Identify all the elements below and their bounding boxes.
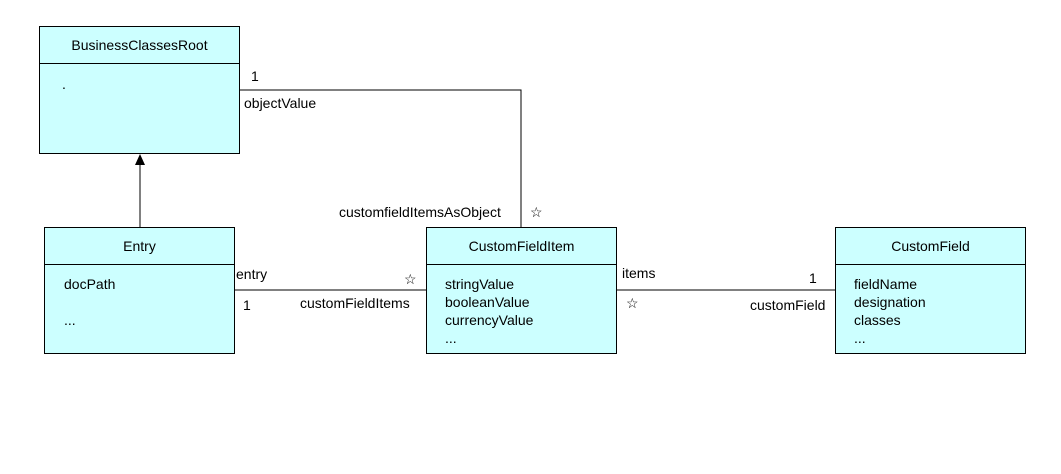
attribute: . (62, 76, 66, 92)
attribute: docPath (64, 276, 116, 292)
class-name: CustomFieldItem (427, 228, 616, 265)
root-item-association-line (240, 89, 522, 227)
attribute: ... (64, 312, 76, 328)
multiplicity-field: 1 (809, 270, 817, 286)
attribute: fieldName (854, 276, 918, 292)
class-custom-field[interactable]: CustomField fieldName designation classe… (835, 227, 1026, 354)
attribute: currencyValue (445, 312, 534, 328)
class-name: CustomField (836, 228, 1025, 265)
multiplicity-root: 1 (251, 68, 259, 84)
class-attributes: . (62, 75, 66, 93)
class-custom-field-item[interactable]: CustomFieldItem stringValue booleanValue… (426, 227, 617, 354)
role-entry: entry (236, 266, 268, 282)
class-business-classes-root[interactable]: BusinessClassesRoot . (39, 26, 240, 154)
class-name: BusinessClassesRoot (40, 27, 239, 64)
class-attributes: stringValue booleanValue currencyValue .… (445, 275, 533, 347)
role-custom-field: customField (750, 297, 826, 313)
role-items: items (622, 265, 656, 281)
multiplicity-item-left: ☆ (404, 271, 417, 287)
class-attributes: docPath ... (64, 275, 115, 329)
attribute: ... (445, 330, 457, 346)
multiplicity-item-right: ☆ (626, 295, 639, 311)
class-name: Entry (45, 228, 234, 265)
multiplicity-entry: 1 (243, 297, 251, 313)
class-attributes: fieldName designation classes ... (854, 275, 926, 347)
role-custom-field-items: customFieldItems (300, 295, 410, 311)
attribute: booleanValue (445, 294, 530, 310)
attribute: stringValue (445, 276, 515, 292)
multiplicity-item-top: ☆ (530, 204, 543, 220)
attribute (64, 293, 115, 311)
role-object-value: objectValue (244, 95, 317, 111)
generalization-arrowhead (135, 154, 145, 165)
attribute: classes (854, 312, 901, 328)
class-entry[interactable]: Entry docPath ... (44, 227, 235, 354)
attribute: ... (854, 330, 866, 346)
attribute: designation (854, 294, 926, 310)
role-customfield-items-as-object: customfieldItemsAsObject (339, 204, 501, 220)
